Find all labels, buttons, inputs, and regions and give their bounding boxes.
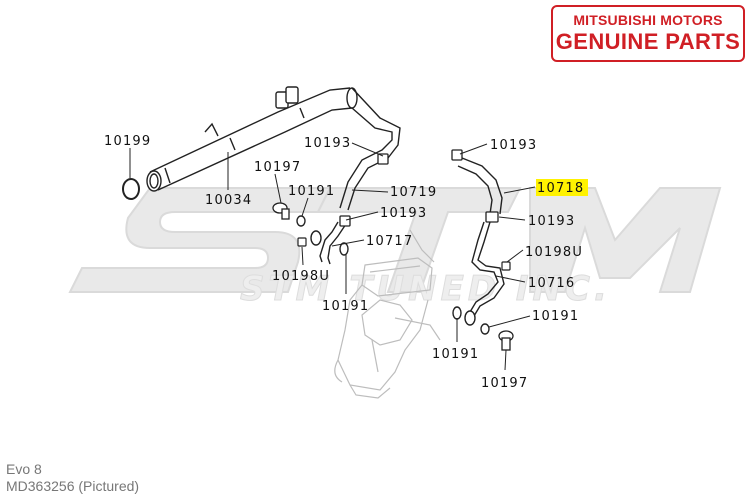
clamp-10193-b <box>339 215 351 227</box>
label-10191-b: 10191 <box>322 299 369 314</box>
label-10193-c: 10193 <box>490 138 537 153</box>
plug-10198u-a <box>297 237 307 247</box>
label-10197-a: 10197 <box>254 160 301 175</box>
label-10198u-a: 10198U <box>272 269 330 284</box>
label-10197-b: 10197 <box>481 376 528 391</box>
label-10199: 10199 <box>104 134 151 149</box>
label-10718: 10718 <box>537 181 584 196</box>
hose-10718 <box>457 157 503 215</box>
gasket-10191-a <box>296 215 306 227</box>
label-10191-d: 10191 <box>432 347 479 362</box>
label-10717: 10717 <box>366 234 413 249</box>
label-10193-a: 10193 <box>304 136 351 151</box>
hose-10719 <box>339 87 401 211</box>
clamp-10193-c <box>451 149 463 161</box>
bolt-10197-a <box>272 202 290 220</box>
label-10193-b: 10193 <box>380 206 427 221</box>
pipe-10716 <box>464 221 505 326</box>
model-caption: Evo 8 <box>6 461 42 477</box>
label-10719: 10719 <box>390 185 437 200</box>
clamp-10193-a <box>377 153 389 165</box>
label-10191-a: 10191 <box>288 184 335 199</box>
genuine-parts-badge: MITSUBISHI MOTORS GENUINE PARTS <box>551 5 745 62</box>
water-pipe-10034 <box>146 86 358 192</box>
plug-10198u-b <box>501 261 511 271</box>
leader-lines <box>129 142 536 371</box>
watermark-logo <box>68 187 722 293</box>
label-10191-c: 10191 <box>532 309 579 324</box>
gasket-ring-10199 <box>122 178 140 200</box>
bolt-10197-b <box>498 330 514 351</box>
label-10034: 10034 <box>205 193 252 208</box>
gasket-10191-c <box>480 323 490 335</box>
watermark-text: STM TUNED INC. <box>240 269 611 309</box>
gasket-10191-b <box>339 242 349 256</box>
highlight-10718 <box>536 179 588 196</box>
watermark-letter-s <box>68 187 332 293</box>
label-10716: 10716 <box>528 276 575 291</box>
badge-genuine-parts: GENUINE PARTS <box>555 29 741 54</box>
hose-clamps <box>339 149 499 227</box>
label-10198u-b: 10198U <box>525 245 583 260</box>
badge-brand: MITSUBISHI MOTORS <box>573 12 723 28</box>
label-10193-d: 10193 <box>528 214 575 229</box>
watermark-letter-m <box>529 187 722 293</box>
hose-10717 <box>310 221 347 265</box>
clamp-10193-d <box>485 211 499 223</box>
watermark-letter-t <box>316 187 522 293</box>
engine-block-outline <box>334 229 441 399</box>
part-number-caption: MD363256 (Pictured) <box>6 478 140 494</box>
